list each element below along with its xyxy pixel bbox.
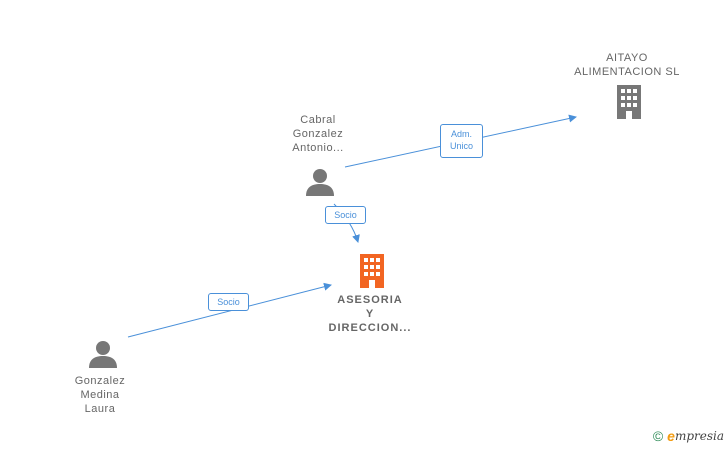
node-label-line: Cabral <box>300 114 336 126</box>
node-label-line: Gonzalez <box>292 128 344 140</box>
edge-label-socio: Socio <box>325 206 366 224</box>
node-label-asesoria[interactable]: ASESORIA Y DIRECCION... <box>310 293 430 335</box>
edge-label-socio: Socio <box>208 293 249 311</box>
node-label-gonzalez[interactable]: Gonzalez Medina Laura <box>50 374 150 416</box>
brand-logo-text: mpresia <box>674 429 724 443</box>
edge-label-adm-unico: Adm. Unico <box>440 124 483 158</box>
person-icon[interactable] <box>305 168 335 196</box>
node-label-line: DIRECCION... <box>328 322 412 334</box>
building-icon[interactable] <box>613 85 645 119</box>
edge-gonzalez-to-asesoria <box>127 282 332 338</box>
node-label-aitayo[interactable]: AITAYO ALIMENTACION SL <box>562 51 692 79</box>
edge-label-line: Unico <box>449 141 473 151</box>
brand-logo-e: e <box>667 428 675 444</box>
node-label-line: ALIMENTACION SL <box>574 66 680 78</box>
person-icon[interactable] <box>88 340 118 368</box>
node-label-cabral[interactable]: Cabral Gonzalez Antonio... <box>268 113 368 155</box>
node-label-line: Gonzalez <box>74 375 126 387</box>
node-label-line: Medina <box>80 389 120 401</box>
edge-label-line: Adm. <box>450 129 472 139</box>
edge-label-text: Socio <box>217 297 240 307</box>
empresia-watermark[interactable]: © e mpresia <box>653 428 724 444</box>
building-icon[interactable] <box>356 254 388 288</box>
node-label-line: Antonio... <box>292 142 344 154</box>
node-label-line: Laura <box>84 403 116 415</box>
node-label-line: ASESORIA <box>337 294 403 306</box>
node-label-line: Y <box>365 308 375 320</box>
node-label-line: AITAYO <box>606 52 648 64</box>
edge-label-text: Socio <box>334 210 357 220</box>
copyright-icon: © <box>652 428 664 444</box>
